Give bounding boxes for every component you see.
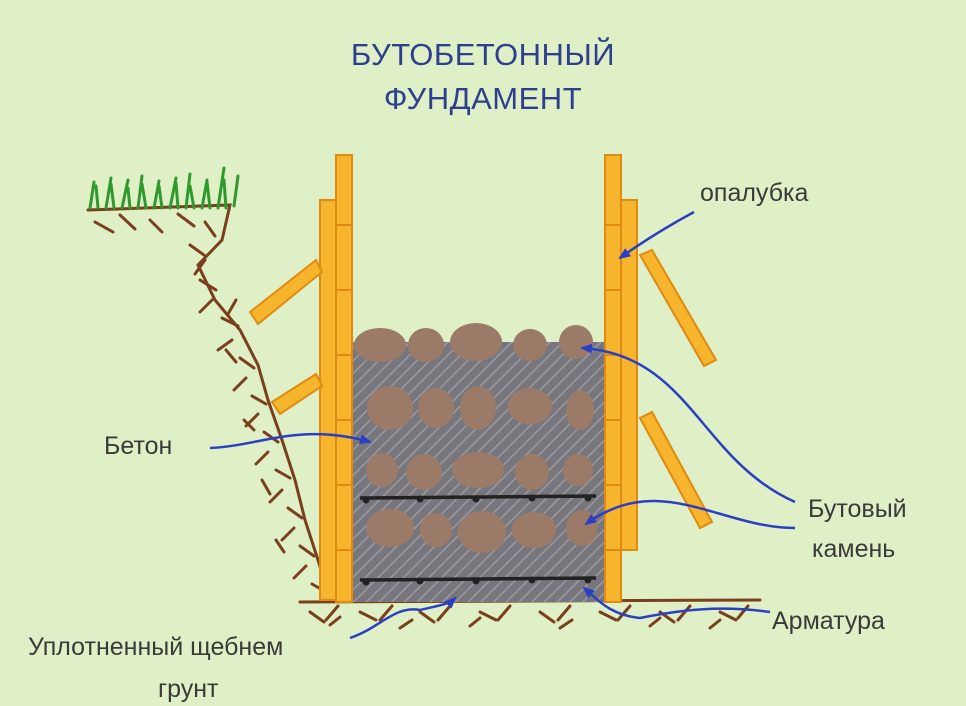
arrow-rebar bbox=[582, 586, 771, 620]
arrow-soil bbox=[349, 596, 457, 640]
label-formwork: опалубка bbox=[700, 179, 809, 207]
rebar-upper bbox=[359, 494, 597, 504]
arrow-stone-top bbox=[580, 343, 796, 504]
callout-arrows bbox=[209, 210, 796, 640]
title-line-1: БУТОБЕТОННЫЙ bbox=[350, 37, 616, 72]
formwork-left bbox=[248, 154, 353, 603]
arrow-stone-mid bbox=[584, 499, 796, 530]
label-compacted-soil-line-1: Уплотненный щебнем bbox=[28, 633, 284, 661]
title-line-2: ФУНДАМЕНТ bbox=[383, 81, 583, 116]
label-concrete: Бетон bbox=[104, 432, 173, 460]
rubble-stones bbox=[354, 323, 598, 553]
label-rebar: Арматура bbox=[772, 607, 885, 635]
soil-bank-left bbox=[86, 203, 332, 602]
arrow-concrete bbox=[209, 432, 372, 450]
label-compacted-soil-line-2: грунт bbox=[158, 675, 219, 703]
soil-bottom bbox=[298, 598, 762, 630]
arrow-formwork bbox=[618, 210, 695, 260]
formwork-right bbox=[604, 154, 718, 603]
label-rubble-stone-line-1: Бутовый bbox=[808, 495, 907, 523]
rebar-lower bbox=[359, 576, 597, 586]
grass bbox=[88, 166, 240, 210]
label-rubble-stone-line-2: камень bbox=[812, 535, 896, 563]
